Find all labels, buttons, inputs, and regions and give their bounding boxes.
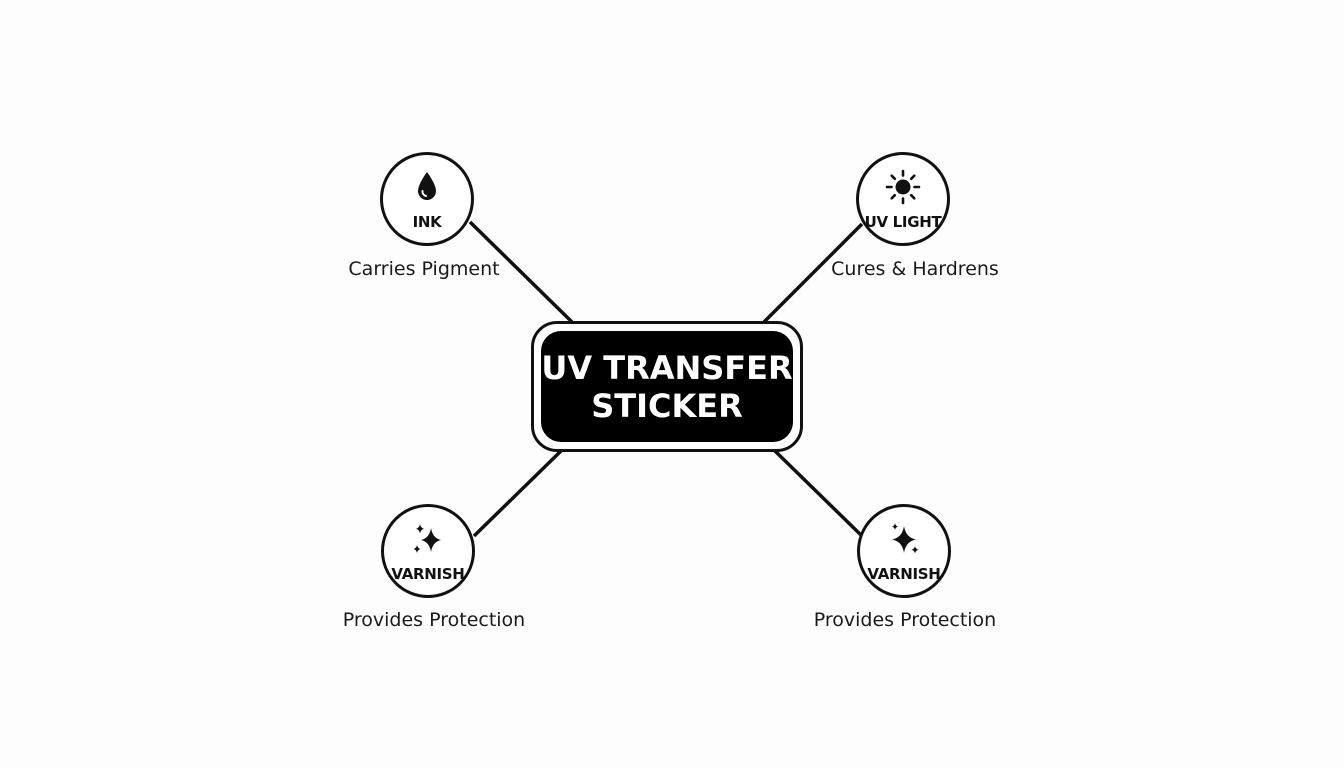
connector-varnish-left <box>472 448 564 538</box>
caption-ink: Carries Pigment <box>348 258 500 280</box>
node-ink-label: INK <box>412 213 442 231</box>
node-uv-light-label: UV LIGHT <box>864 213 942 231</box>
center-title-line-2: STICKER <box>591 386 743 425</box>
connector-varnish-right <box>772 448 864 538</box>
node-varnish-left: VARNISH <box>381 504 475 598</box>
node-uv-light: UV LIGHT <box>856 152 950 246</box>
node-varnish-left-label: VARNISH <box>391 565 465 583</box>
sparkle-icon <box>892 523 919 554</box>
center-title-line-1: UV TRANSFER <box>541 348 793 387</box>
node-ink: INK <box>380 152 474 246</box>
caption-uv-light: Cures & Hardrens <box>831 258 999 280</box>
caption-varnish-left: Provides Protection <box>342 609 526 631</box>
connector-ink <box>468 220 574 324</box>
center-node: UV TRANSFER STICKER <box>531 321 803 452</box>
center-node-fill: UV TRANSFER STICKER <box>541 331 793 442</box>
sun-icon <box>885 169 921 205</box>
ink-drop-icon <box>418 172 436 200</box>
node-varnish-right: VARNISH <box>857 504 951 598</box>
node-varnish-right-label: VARNISH <box>867 565 941 583</box>
connector-uv-light <box>762 222 864 324</box>
sparkle-icon <box>413 524 441 553</box>
caption-varnish-right: Provides Protection <box>813 609 997 631</box>
